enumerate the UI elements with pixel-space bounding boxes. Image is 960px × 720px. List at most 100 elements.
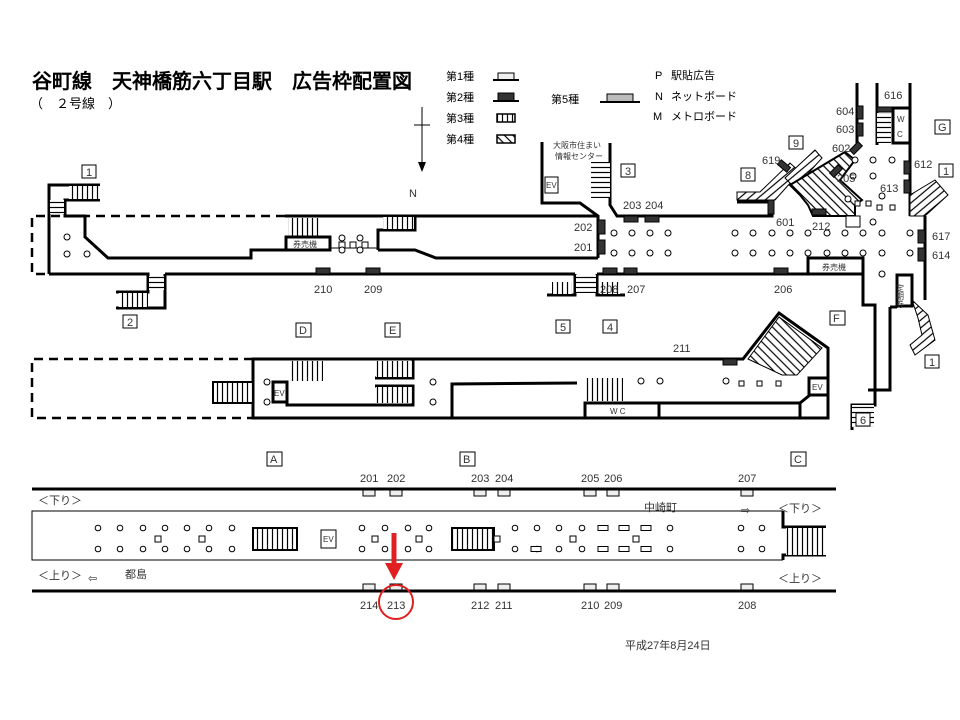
column <box>878 249 886 257</box>
column <box>749 229 757 237</box>
concourse-ad-labels: 210 209 208 207 206 203 204 202 201 211 … <box>314 90 950 355</box>
ad-mark-205-concourse[interactable] <box>828 163 844 179</box>
ad-label-604: 604 <box>836 106 854 118</box>
column <box>869 218 877 226</box>
exit2-stairs <box>119 293 148 307</box>
platform-ad-204-top[interactable] <box>497 489 511 497</box>
ad-mark-604[interactable] <box>856 105 864 120</box>
platform-elevator <box>320 529 337 549</box>
platform-ad-212-bottom[interactable] <box>473 583 487 591</box>
platform-ad-209-bottom[interactable] <box>606 583 620 591</box>
column <box>786 229 794 237</box>
ad-mark-603[interactable] <box>856 122 864 137</box>
column <box>859 249 867 257</box>
ad-mark-211[interactable] <box>722 358 738 366</box>
exit-1-south-label: 1 <box>929 357 935 369</box>
highlight-marker <box>378 533 414 620</box>
platform-ad-214-bottom[interactable] <box>362 583 376 591</box>
ad-label-603: 603 <box>836 124 854 136</box>
column <box>878 270 886 278</box>
column <box>878 192 886 200</box>
column <box>768 229 776 237</box>
ad-mark-207[interactable] <box>623 267 638 275</box>
type4-ad-icon <box>496 134 516 144</box>
exit-8-label: 8 <box>745 170 751 182</box>
ad-mark-601[interactable] <box>767 199 775 215</box>
platform-column <box>666 524 674 532</box>
ad-mark-619[interactable] <box>776 159 792 173</box>
platform-ad-205-top[interactable] <box>583 489 597 497</box>
legend-type5-label: 第5種 <box>551 92 579 106</box>
upper-concourse: 券売機 <box>30 183 598 310</box>
ad-mark-208[interactable] <box>602 267 618 275</box>
column <box>906 229 914 237</box>
ad-mark-201[interactable] <box>597 239 606 255</box>
wc-label-c: C <box>897 130 903 139</box>
ev-label: EV <box>546 181 557 190</box>
column <box>731 249 739 257</box>
platform-fixture <box>569 535 577 543</box>
platform-fixture <box>632 535 640 543</box>
ad-label-201: 201 <box>574 242 592 254</box>
direction-up-right: ＜上り＞ <box>778 572 822 585</box>
ad-label-602: 602 <box>832 143 850 155</box>
exit-4-label: 4 <box>607 322 613 334</box>
platform-column <box>381 524 389 532</box>
column <box>731 229 739 237</box>
platform-ad-203-top[interactable] <box>473 489 487 497</box>
ad-mark-212[interactable] <box>811 208 827 216</box>
platform-columns <box>94 524 766 553</box>
highlight-circle-213[interactable] <box>378 584 414 620</box>
platform-fixture <box>198 535 206 543</box>
platform-column <box>358 545 366 553</box>
lower-west-stairs <box>212 381 254 404</box>
ad-mark-202[interactable] <box>597 219 606 235</box>
ad-mark-206[interactable] <box>773 267 789 275</box>
platform-ad-label: 206 <box>604 473 622 485</box>
red-arrow-down-icon <box>385 563 403 580</box>
area-D-label: D <box>299 325 307 337</box>
platform-ad-211-bottom[interactable] <box>497 583 511 591</box>
platform-ad-208-bottom[interactable] <box>740 583 754 591</box>
ad-mark-204[interactable] <box>644 215 660 223</box>
ad-label-204: 204 <box>645 200 663 212</box>
ad-mark-612[interactable] <box>903 160 911 175</box>
platform-column <box>555 545 563 553</box>
ad-mark-602[interactable] <box>848 140 864 156</box>
platform-ad-207-top[interactable] <box>740 489 754 497</box>
column <box>849 172 857 180</box>
platform-ad-202-top[interactable] <box>389 489 403 497</box>
ad-mark-616[interactable] <box>876 106 893 113</box>
platform-ad-label: 209 <box>604 600 622 612</box>
exit-6-label: 6 <box>860 415 866 427</box>
ad-label-212: 212 <box>812 221 830 233</box>
platform-ad-label: 211 <box>495 600 513 612</box>
column <box>786 249 794 257</box>
housing-center-label-2: 情報センター <box>555 151 603 161</box>
ad-mark-210[interactable] <box>315 267 331 275</box>
area-A-label: A <box>270 454 278 466</box>
column <box>768 249 776 257</box>
ad-mark-209[interactable] <box>365 267 381 275</box>
ticket-machine-label-right: 券売機 <box>822 262 846 272</box>
ticket-machine-box-left <box>284 235 332 252</box>
legend-n-label: ネットボード <box>671 90 737 103</box>
ad-mark-614[interactable] <box>917 247 926 262</box>
platform-ad-label: 205 <box>581 473 599 485</box>
platform-column <box>666 545 674 553</box>
platform-ad-label: 202 <box>387 473 405 485</box>
ad-label-616: 616 <box>884 90 902 102</box>
platform-ad-201-top[interactable] <box>362 489 376 497</box>
column <box>888 156 896 164</box>
platform-ad-210-bottom[interactable] <box>583 583 597 591</box>
ad-mark-203[interactable] <box>623 215 639 223</box>
ticket-machine-box-right <box>806 256 865 276</box>
exit-9-label: 9 <box>793 138 799 150</box>
platform-column <box>758 524 766 532</box>
platform-ad-206-top[interactable] <box>606 489 620 497</box>
exit-5-label: 5 <box>560 322 566 334</box>
ad-mark-617[interactable] <box>917 229 926 244</box>
platform-ev-label: EV <box>323 535 334 544</box>
ad-label-210: 210 <box>314 284 332 296</box>
ad-mark-613[interactable] <box>903 179 911 194</box>
